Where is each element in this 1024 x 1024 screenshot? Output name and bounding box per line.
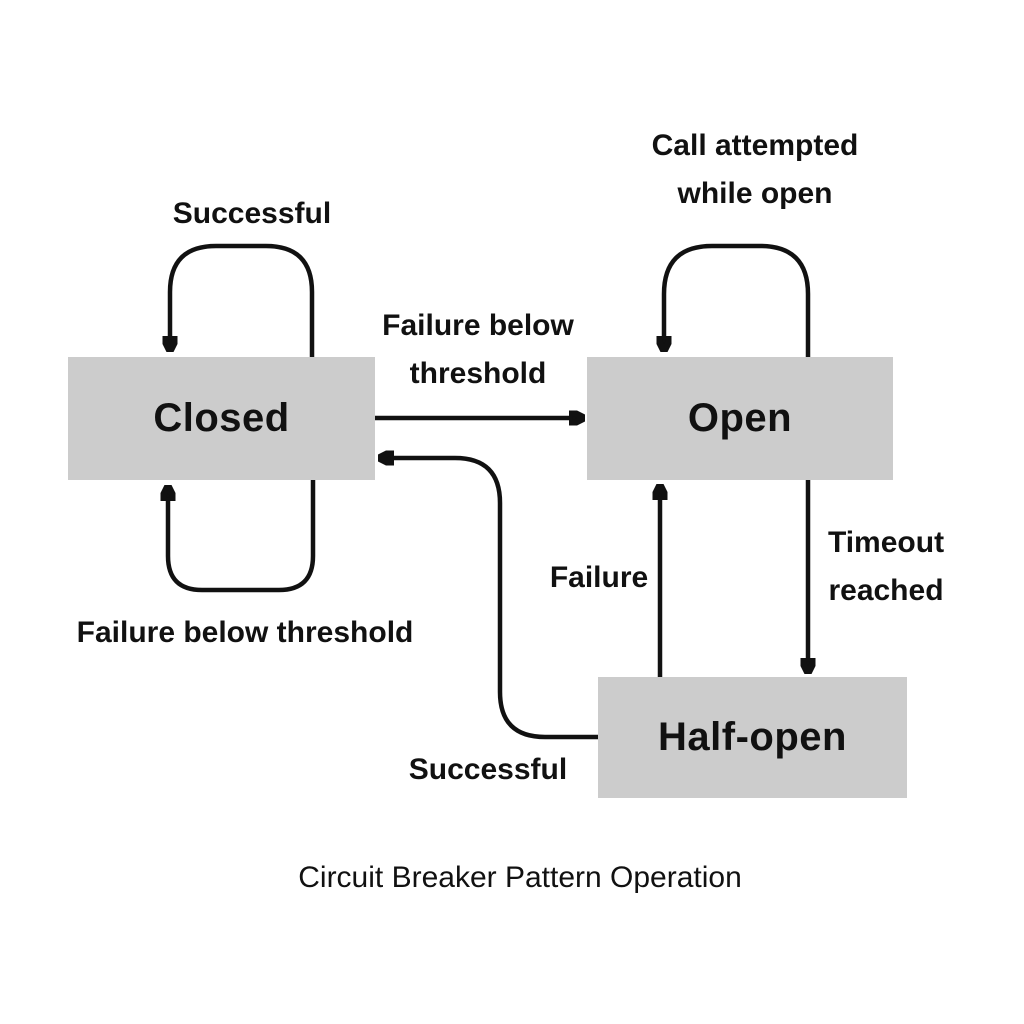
edge-label-closed-self-failure-below-threshold: Failure below threshold bbox=[76, 616, 414, 649]
self-loop-open-arrow bbox=[664, 243, 811, 357]
state-label-half-open: Half-open bbox=[658, 715, 847, 759]
edge-label-closed-to-open-failure-below-threshold: Failure below threshold bbox=[382, 309, 574, 390]
edge-label-open-self-call-attempted: Call attempted while open bbox=[651, 129, 859, 210]
state-label-closed: Closed bbox=[153, 396, 290, 440]
self-loop-closed-bottom-arrow bbox=[168, 480, 316, 593]
state-label-open: Open bbox=[687, 396, 793, 440]
edge-label-open-to-half-open-timeout-reached: Timeout reached bbox=[827, 526, 945, 607]
edge-label-half-open-to-closed-successful: Successful bbox=[408, 753, 568, 786]
state-box-half-open: Half-open bbox=[598, 677, 907, 798]
diagram-caption: Circuit Breaker Pattern Operation bbox=[298, 861, 742, 894]
edge-label-closed-self-successful: Successful bbox=[172, 197, 332, 230]
edge-label-half-open-to-open-failure: Failure bbox=[549, 561, 649, 594]
state-box-closed: Closed bbox=[68, 357, 375, 480]
state-box-open: Open bbox=[587, 357, 893, 480]
half-open-to-closed-arrow bbox=[380, 458, 598, 740]
self-loop-closed-top-arrow bbox=[170, 243, 315, 357]
